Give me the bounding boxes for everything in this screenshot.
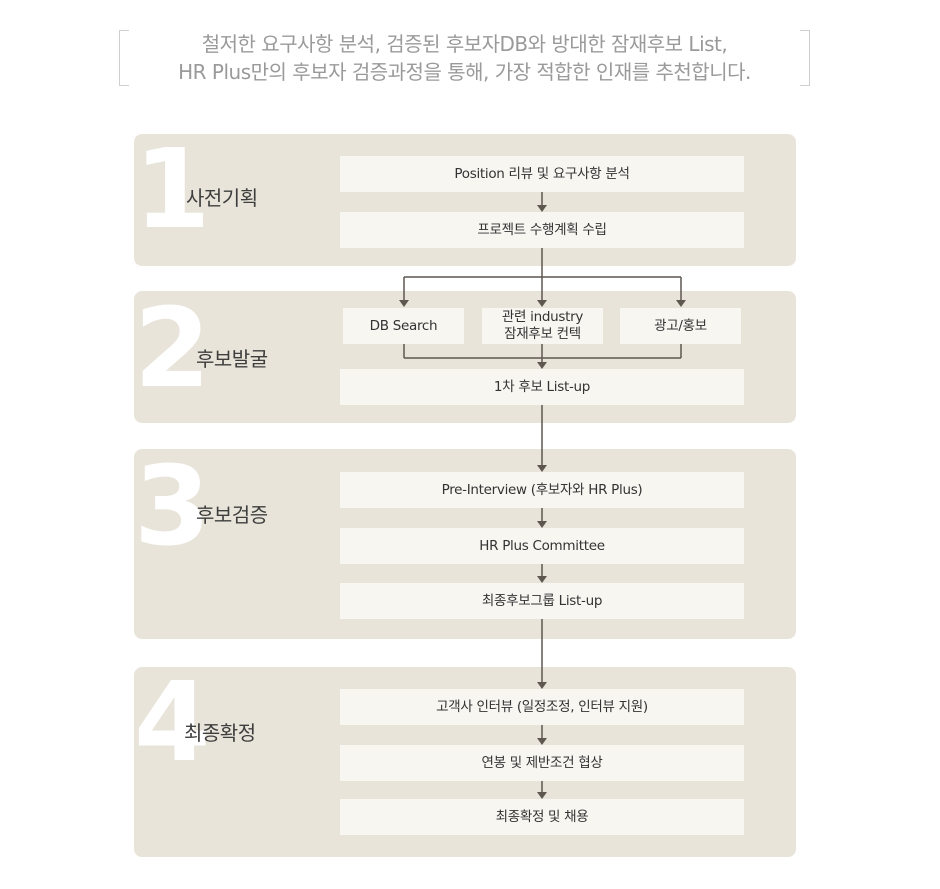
step-pre-interview: Pre-Interview (후보자와 HR Plus) <box>340 472 744 508</box>
step-salary-negotiation: 연봉 및 제반조건 협상 <box>340 745 744 781</box>
branch-industry-contact: 관련 industry 잠재후보 컨텍 <box>482 308 603 344</box>
stage-4-number: 4 <box>134 658 211 786</box>
step-project-plan: 프로젝트 수행계획 수립 <box>340 212 744 248</box>
step-final-group: 최종후보그룹 List-up <box>340 583 744 619</box>
intro-line-1: 철저한 요구사항 분석, 검증된 후보자DB와 방대한 잠재후보 List, <box>201 32 728 56</box>
step-client-interview: 고객사 인터뷰 (일정조정, 인터뷰 지원) <box>340 689 744 725</box>
stage-4-title: 최종확정 <box>184 721 256 745</box>
left-bracket <box>119 30 129 86</box>
intro-text: 철저한 요구사항 분석, 검증된 후보자DB와 방대한 잠재후보 List, H… <box>119 30 810 86</box>
branch-industry-line-1: 관련 industry <box>501 309 584 325</box>
intro-line-2: HR Plus만의 후보자 검증과정을 통해, 가장 적합한 인재를 추천합니다… <box>178 60 751 84</box>
stage-1-number: 1 <box>134 125 211 253</box>
stage-2-title: 후보발굴 <box>196 347 268 371</box>
intro-header: 철저한 요구사항 분석, 검증된 후보자DB와 방대한 잠재후보 List, H… <box>119 30 810 86</box>
step-first-listup: 1차 후보 List-up <box>340 369 744 405</box>
branch-industry-line-2: 잠재후보 컨텍 <box>504 326 581 342</box>
right-bracket <box>800 30 810 86</box>
branch-advertising: 광고/홍보 <box>620 308 741 344</box>
branch-db-search: DB Search <box>343 308 464 344</box>
stage-1-title: 사전기획 <box>186 186 258 210</box>
stage-3-number: 3 <box>134 442 211 570</box>
step-final-hire: 최종확정 및 채용 <box>340 799 744 835</box>
step-committee: HR Plus Committee <box>340 528 744 564</box>
stage-3-title: 후보검증 <box>196 503 268 527</box>
stage-2-number: 2 <box>134 284 211 412</box>
step-position-review: Position 리뷰 및 요구사항 분석 <box>340 156 744 192</box>
